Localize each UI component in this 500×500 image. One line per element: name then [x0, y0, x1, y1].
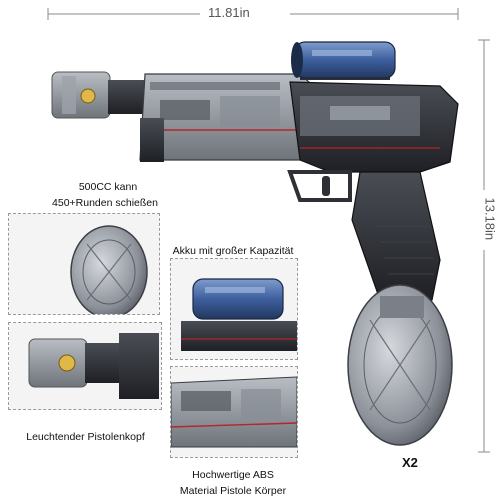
- body-label-line2: Material Pistole Körper: [179, 485, 287, 497]
- body-material-inset: [170, 366, 298, 458]
- magazine-inset: [8, 213, 160, 315]
- quantity-label: X2: [402, 455, 418, 470]
- scope-inset: [170, 258, 298, 360]
- glowing-head-image: [9, 323, 161, 409]
- body-label-line1: Hochwertige ABS: [192, 469, 274, 481]
- battery-label: Akku mit großer Kapazität: [172, 245, 294, 257]
- capacity-label-line1: 500CC kann: [78, 181, 138, 193]
- abs-body-image: [171, 367, 297, 457]
- pistol-head-inset: [8, 322, 162, 410]
- drum-magazine-image: [9, 214, 159, 314]
- scope-sight-image: [171, 259, 297, 359]
- head-label: Leuchtender Pistolenkopf: [26, 431, 145, 443]
- capacity-label-line2: 450+Runden schießen: [52, 197, 158, 209]
- width-dimension-label: 11.81in: [208, 5, 250, 20]
